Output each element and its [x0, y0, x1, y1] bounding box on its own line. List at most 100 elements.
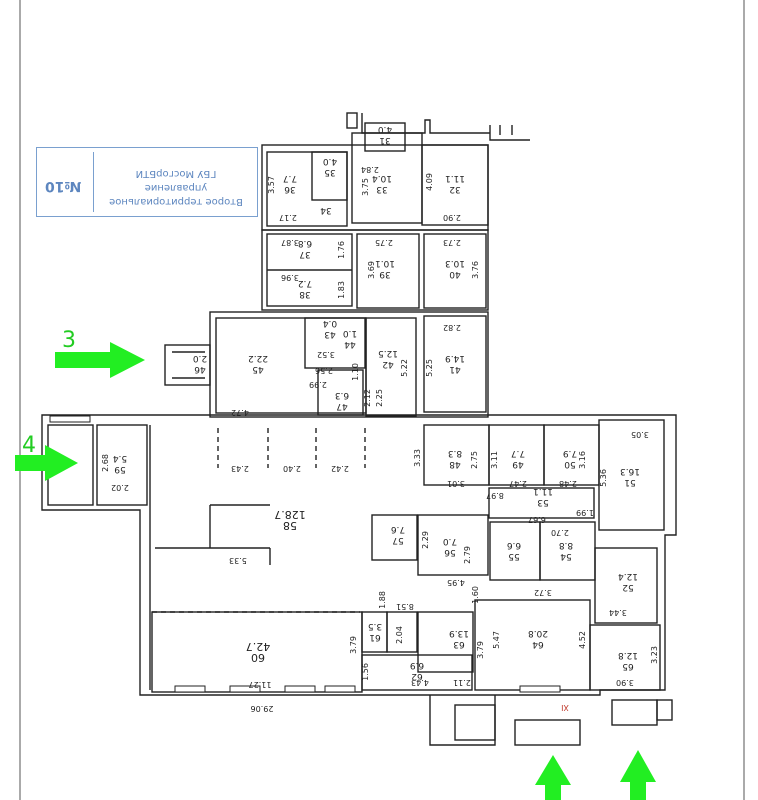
dimension-label: 2.82 — [443, 323, 461, 332]
dimension-label: 3.69 — [367, 261, 376, 279]
arrow-4-icon — [15, 445, 78, 481]
room-44: 441.0 — [343, 328, 358, 349]
room-area: 16.3 — [620, 466, 640, 476]
room-62: 626.9 — [410, 660, 425, 681]
room-number: 39 — [379, 269, 391, 279]
room-number: 42 — [382, 359, 393, 369]
dimension-label: 3.72 — [534, 588, 552, 597]
room-area: 11.1 — [533, 486, 553, 496]
room-area: 12.5 — [378, 348, 398, 358]
room-number: 41 — [449, 364, 460, 374]
room-area: 10.3 — [445, 258, 465, 268]
room-48: 488.3 — [448, 448, 462, 469]
room-number: 46 — [194, 364, 206, 374]
room-number: 51 — [624, 477, 635, 487]
entrance-label-3: 3 — [62, 328, 76, 353]
room-57: 577.6 — [391, 524, 406, 545]
room-area: 4.0 — [323, 156, 338, 166]
room-number: 48 — [449, 459, 461, 469]
room-area: 6.9 — [410, 660, 425, 670]
room-31: 314.0 — [378, 124, 393, 145]
dimension-label: 3.96 — [281, 273, 299, 282]
room-area: 7.2 — [298, 278, 312, 288]
room-area: 10.1 — [375, 258, 395, 268]
walls — [41, 112, 677, 746]
dimension-label: 5.33 — [229, 556, 247, 565]
dimension-label: 4.43 — [411, 678, 429, 687]
room-area: 2.0 — [193, 353, 208, 363]
dimension-label: 2.04 — [395, 626, 404, 644]
dimension-label: 4.72 — [231, 408, 249, 417]
dimension-label: 3.11 — [490, 451, 499, 469]
room-area: 14.9 — [445, 353, 465, 363]
room-number: 35 — [324, 167, 335, 177]
dimension-label: 1.60 — [471, 586, 480, 604]
dimension-label: 3.44 — [609, 608, 627, 617]
room-area: 8.3 — [448, 448, 462, 458]
room-area: 0.4 — [323, 318, 338, 328]
dimension-label: 2.68 — [101, 454, 110, 472]
room-area: 12.4 — [618, 571, 638, 581]
dimension-label: 3.01 — [447, 479, 465, 488]
dimension-label: 2.75 — [375, 238, 393, 247]
room-number: 45 — [252, 364, 263, 374]
room-area: 20.8 — [528, 628, 548, 638]
dimension-label: 1.99 — [576, 508, 594, 517]
dimension-label: 2.12 — [363, 389, 372, 407]
dimension-label: XI — [561, 703, 569, 712]
dimension-label: 2.90 — [443, 213, 461, 222]
room-area: 4.0 — [378, 124, 393, 134]
dimension-label: 3.57 — [267, 176, 276, 194]
dimension-label: 5.22 — [400, 359, 409, 377]
dimension-label: 4.52 — [578, 631, 587, 649]
room-number: 44 — [344, 339, 356, 349]
room-area: 7.6 — [391, 524, 406, 534]
room-36: 367.7 — [283, 173, 297, 194]
room-number: 58 — [283, 519, 297, 532]
dimension-label: 3.79 — [349, 636, 358, 654]
room-number: 49 — [512, 459, 524, 469]
room-area: 13.9 — [449, 628, 469, 638]
dimension-label: 3.76 — [471, 261, 480, 279]
dimension-label: 4.09 — [425, 173, 434, 191]
dimension-label: 1.10 — [351, 363, 360, 381]
room-area: 11.1 — [445, 173, 465, 183]
entrance-label-4: 4 — [22, 433, 36, 458]
room-area: 6.8 — [298, 238, 313, 248]
dimension-label: 4.95 — [447, 578, 465, 587]
room-56: 567.0 — [443, 536, 458, 557]
room-number: 53 — [537, 497, 548, 507]
arrow-bottom-left-icon — [535, 755, 571, 800]
room-number: 52 — [622, 582, 633, 592]
dimension-label: 2.73 — [443, 238, 461, 247]
room-number: 33 — [376, 184, 387, 194]
dimension-label: 2.42 — [331, 464, 349, 473]
room-area: 6.3 — [335, 390, 349, 400]
dimension-label: 2.70 — [551, 528, 569, 537]
dimension-label: 1.76 — [337, 241, 346, 259]
window-markers — [49, 415, 561, 693]
room-38: 387.2 — [298, 278, 312, 299]
room-area: 5.4 — [113, 453, 128, 463]
room-area: 128.7 — [274, 508, 306, 521]
dimension-label: 3.23 — [650, 646, 659, 664]
room-number: 38 — [299, 289, 311, 299]
dimension-label: 3.90 — [616, 678, 634, 687]
dimension-label: 5.25 — [425, 359, 434, 377]
room-43: 430.4 — [323, 318, 338, 339]
dimension-label: 3.75 — [361, 178, 370, 196]
room-number: 57 — [392, 535, 403, 545]
dimension-label: 2.47 — [509, 479, 527, 488]
room-61: 613.5 — [368, 621, 382, 642]
dimension-label: 2.48 — [559, 479, 577, 488]
dimension-label: 2.40 — [283, 464, 301, 473]
room-area: 8.8 — [559, 540, 574, 550]
room-number: 31 — [379, 135, 390, 145]
